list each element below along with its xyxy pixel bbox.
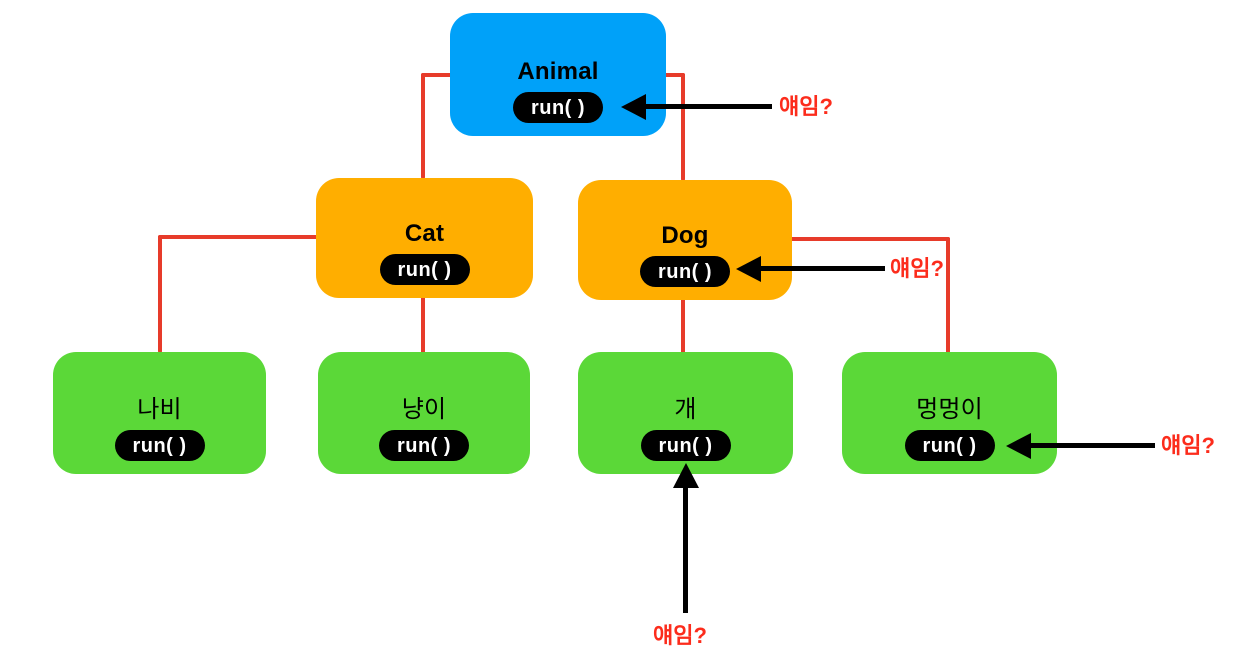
arrowhead-left-icon xyxy=(1006,433,1031,459)
class-name-label: 나비 xyxy=(137,396,182,423)
connector-dog-to-gae xyxy=(681,298,685,354)
annotation-label-gae-run: 얘임? xyxy=(653,623,707,648)
class-node-gae: 개 run( ) xyxy=(578,352,793,474)
class-name-label: 냥이 xyxy=(401,396,447,423)
method-pill: run( ) xyxy=(513,92,603,123)
class-name-label: Dog xyxy=(661,222,709,249)
annotation-label-meongmeongi-run: 얘임? xyxy=(1161,433,1215,458)
connector-dog-to-meongmeongi-horizontal xyxy=(785,237,950,241)
connector-dog-to-meongmeongi-vertical xyxy=(946,237,950,354)
class-node-dog: Dog run( ) xyxy=(578,180,792,300)
arrow-shaft xyxy=(759,266,885,271)
annotation-label-dog-run: 얘임? xyxy=(890,256,944,281)
connector-animal-to-cat xyxy=(421,73,425,179)
method-pill: run( ) xyxy=(379,254,470,285)
class-name-label: Cat xyxy=(404,220,445,247)
arrow-shaft xyxy=(1029,443,1155,448)
method-pill: run( ) xyxy=(640,256,730,287)
method-pill: run( ) xyxy=(114,430,205,461)
class-name-label: 멍멍이 xyxy=(916,396,983,423)
class-node-nyangi: 냥이 run( ) xyxy=(318,352,530,474)
method-pill: run( ) xyxy=(640,430,731,461)
arrow-shaft xyxy=(683,486,688,613)
arrowhead-left-icon xyxy=(736,256,761,282)
connector-cat-to-nabi-horizontal xyxy=(158,235,325,239)
arrowhead-up-icon xyxy=(673,463,699,488)
class-name-label: 개 xyxy=(674,396,697,423)
arrowhead-left-icon xyxy=(621,94,646,120)
annotation-label-animal-run: 얘임? xyxy=(779,94,833,119)
connector-cat-to-nabi-vertical xyxy=(158,235,162,353)
connector-animal-to-dog xyxy=(681,73,685,181)
class-name-label: Animal xyxy=(517,58,599,85)
class-node-cat: Cat run( ) xyxy=(316,178,533,298)
arrow-shaft xyxy=(644,104,772,109)
class-node-nabi: 나비 run( ) xyxy=(53,352,266,474)
connector-cat-to-nyangi xyxy=(421,296,425,354)
method-pill: run( ) xyxy=(904,430,995,461)
method-pill: run( ) xyxy=(379,430,469,461)
